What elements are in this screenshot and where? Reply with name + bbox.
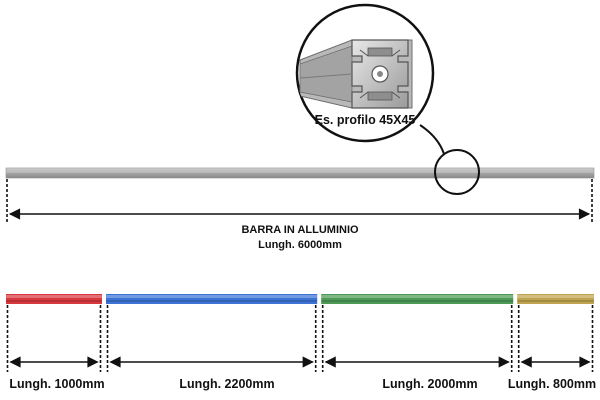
main-bar-title: BARRA IN ALLUMINIO bbox=[241, 224, 359, 236]
detail-circle bbox=[434, 149, 480, 195]
profile-callout-label: Es. profilo 45X45 bbox=[314, 113, 416, 127]
segment-bar bbox=[6, 294, 102, 304]
main-bar bbox=[5, 167, 595, 179]
segment-length-label: Lungh. 2200mm bbox=[179, 377, 275, 391]
main-bar-length-label: Lungh. 6000mm bbox=[258, 239, 342, 251]
segment-length-label: Lungh. 1000mm bbox=[9, 377, 105, 391]
segment-length-label: Lungh. 2000mm bbox=[382, 377, 478, 391]
segment-bar bbox=[517, 294, 594, 304]
segment-length-label: Lungh. 800mm bbox=[507, 377, 597, 391]
profile-cross-section-icon bbox=[299, 39, 413, 109]
segment-bar bbox=[106, 294, 318, 304]
segment-bar-highlight bbox=[321, 295, 514, 298]
segment-bar bbox=[321, 294, 514, 304]
callout-leader-line bbox=[419, 124, 445, 155]
segment-bar-highlight bbox=[106, 295, 318, 298]
segment-bar-highlight bbox=[6, 295, 102, 298]
profile-callout bbox=[295, 3, 435, 143]
segment-bar-highlight bbox=[517, 295, 594, 298]
segment-bars bbox=[6, 294, 594, 304]
segment-dimensions bbox=[6, 305, 594, 372]
